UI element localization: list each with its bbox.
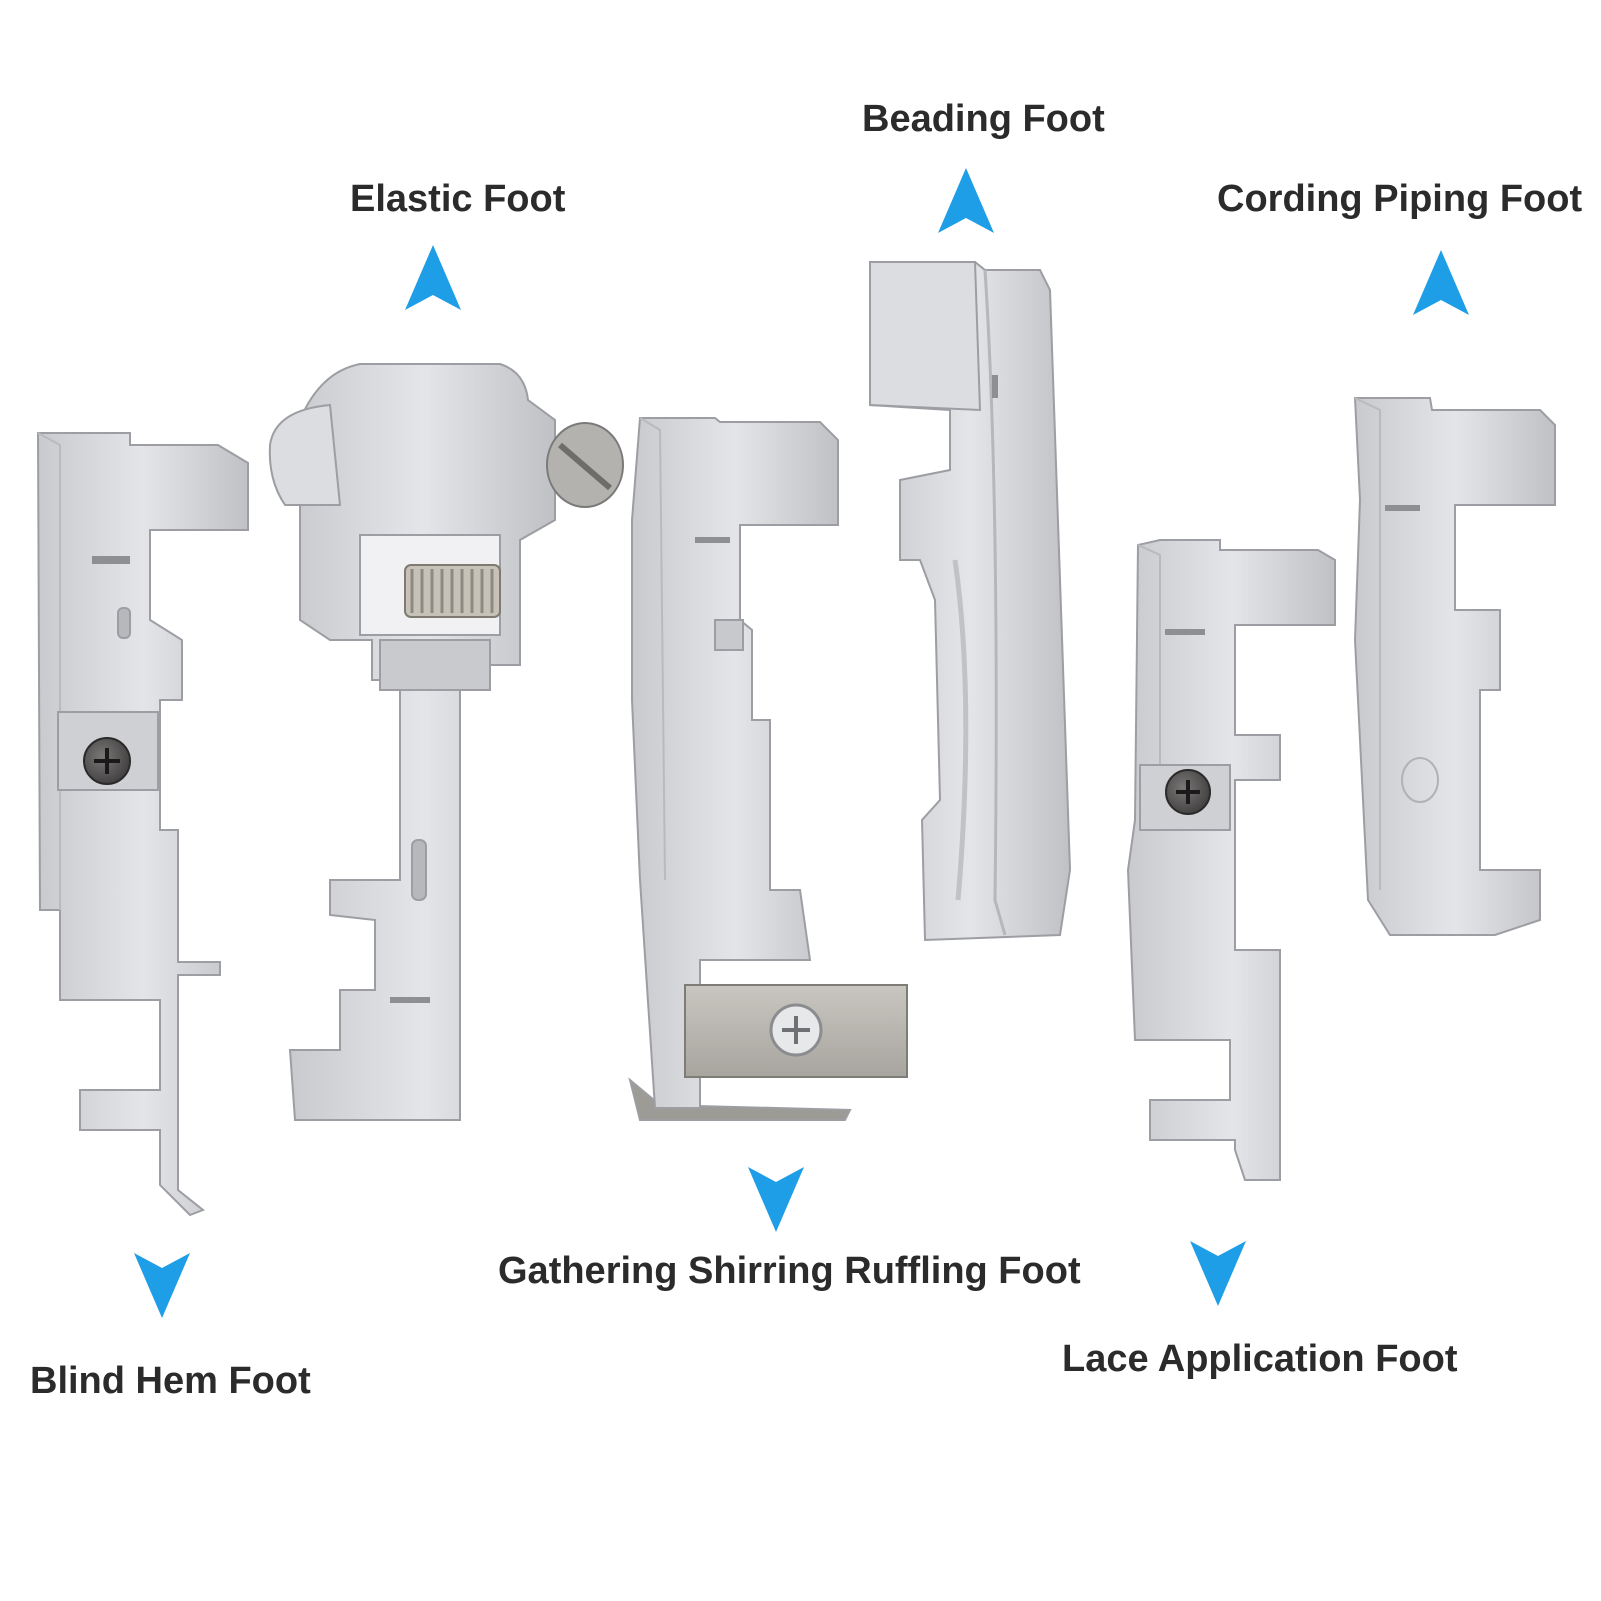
label-blind-hem-foot: Blind Hem Foot — [30, 1360, 311, 1402]
beading-foot-image — [869, 261, 1072, 942]
gathering-foot-image — [628, 417, 908, 1121]
label-lace-application-foot: Lace Application Foot — [1062, 1338, 1458, 1380]
label-gathering-shirring-ruffling-foot: Gathering Shirring Ruffling Foot — [498, 1250, 1081, 1292]
label-cording-piping-foot: Cording Piping Foot — [1217, 178, 1583, 220]
lace-application-foot-image — [1126, 539, 1336, 1181]
blind-hem-foot-image — [36, 432, 249, 1217]
elastic-foot-image — [268, 363, 624, 1121]
arrow-down-icon-gathering — [748, 1167, 804, 1232]
arrow-down-icon-lace — [1190, 1241, 1246, 1306]
cording-piping-foot-image — [1353, 397, 1556, 936]
label-beading-foot: Beading Foot — [862, 98, 1105, 140]
label-elastic-foot: Elastic Foot — [350, 178, 566, 220]
arrow-up-icon-cording — [1413, 250, 1469, 315]
arrow-up-icon-elastic — [405, 245, 461, 310]
arrow-down-icon-blind-hem — [134, 1253, 190, 1318]
arrow-up-icon-beading — [938, 168, 994, 233]
